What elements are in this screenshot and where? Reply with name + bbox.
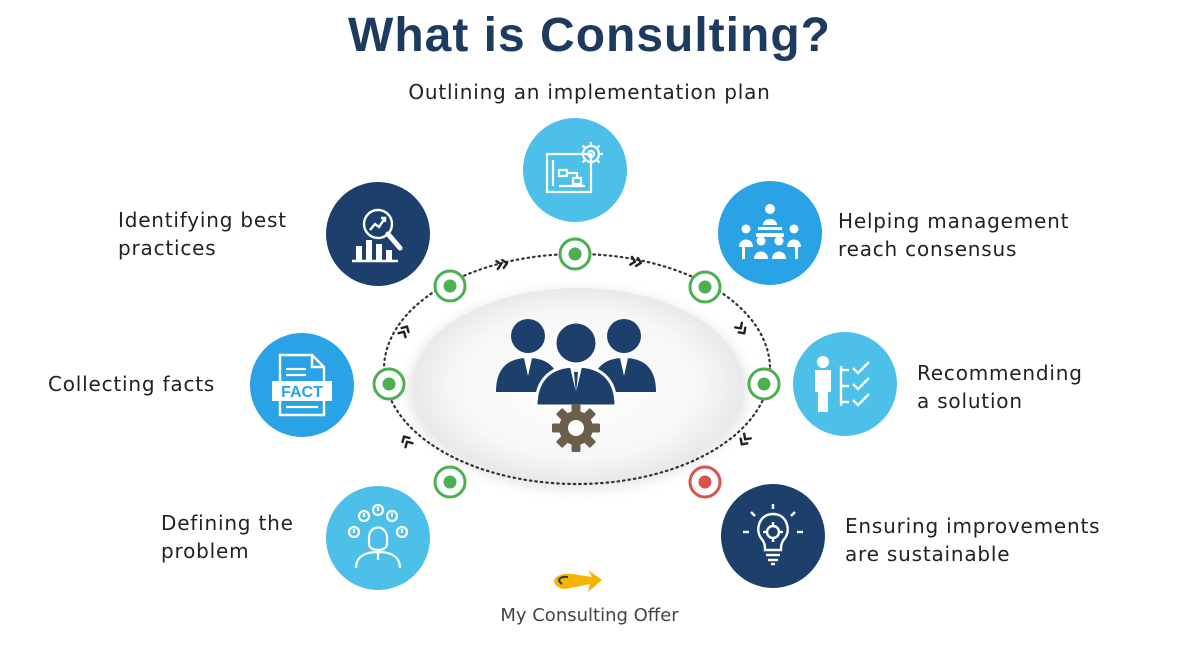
- arrow-icon: [734, 321, 747, 335]
- step-circle-best-practices: [326, 182, 430, 286]
- magnifier-chart-icon: [352, 208, 403, 263]
- step-label-consensus: Helping management reach consensus: [838, 209, 1070, 261]
- arrow-icon: [397, 325, 410, 339]
- step-label-define: Defining the problem: [161, 511, 294, 563]
- brand-name: My Consulting Offer: [500, 605, 679, 626]
- step-circle-plan: [523, 118, 627, 222]
- arrow-swoosh-logo: [554, 570, 602, 592]
- thinking-person-icon: [347, 503, 409, 569]
- step-circle-sustain: [721, 484, 825, 588]
- step-label-best-practices: Identifying best practices: [118, 208, 287, 260]
- step-dot-define: [433, 465, 467, 499]
- step-circle-define: [326, 486, 430, 590]
- fact-sheet-icon: FACT: [272, 353, 332, 417]
- page-title: What is Consulting?: [348, 9, 831, 62]
- step-label-collecting: Collecting facts: [48, 372, 216, 396]
- arrow-icon: [495, 258, 509, 271]
- lightbulb-gear-icon: [743, 504, 803, 566]
- step-dot-collecting: [372, 367, 406, 401]
- step-label-sustain: Ensuring improvements are sustainable: [845, 514, 1101, 566]
- consultants-gear-icon: [496, 319, 656, 452]
- step-dot-best-practices: [433, 269, 467, 303]
- svg-text:FACT: FACT: [281, 384, 323, 401]
- step-circle-recommend: [793, 332, 897, 436]
- arrow-icon: [629, 255, 643, 268]
- step-label-recommend: Recommending a solution: [917, 361, 1083, 413]
- step-dot-consensus: [688, 270, 722, 304]
- step-dot-sustain: [688, 465, 722, 499]
- blueprint-gear-icon: [545, 142, 603, 194]
- step-circle-consensus: [718, 181, 822, 285]
- step-label-plan: Outlining an implementation plan: [408, 80, 771, 104]
- step-dot-recommend: [747, 367, 781, 401]
- arrow-icon: [739, 432, 752, 446]
- arrow-icon: [401, 435, 414, 449]
- checklist-person-icon: [815, 356, 870, 412]
- step-circle-collecting: FACT: [250, 333, 354, 437]
- meeting-table-icon: [739, 204, 801, 259]
- step-dot-plan: [558, 237, 592, 271]
